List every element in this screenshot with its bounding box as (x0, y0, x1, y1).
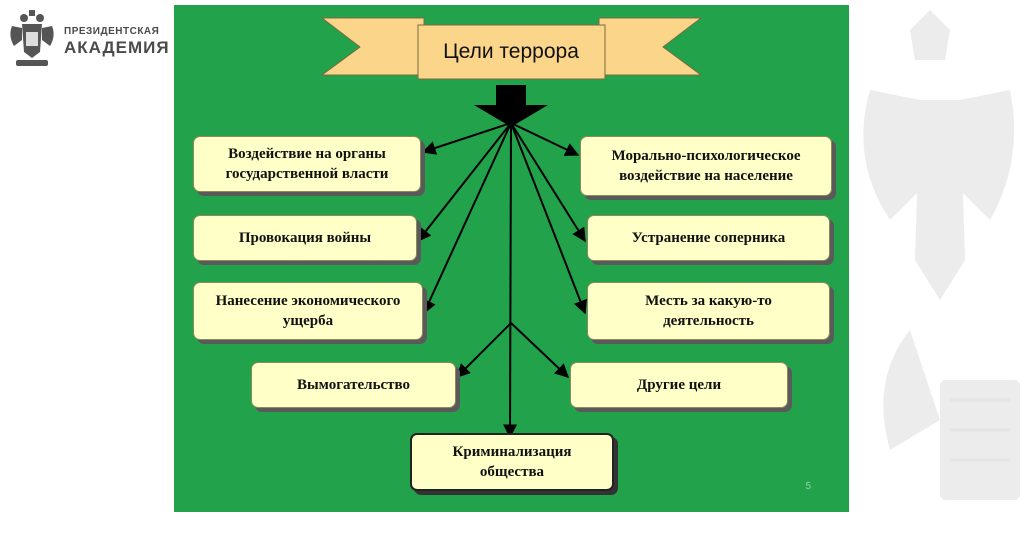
goal-box-moral-psych: Морально-психологическое воздействие на … (580, 136, 832, 196)
logo-line-1: ПРЕЗИДЕНТСКАЯ (64, 26, 160, 37)
eagle-watermark-icon (863, 10, 1020, 500)
goal-box-eliminate-rival: Устранение соперника (587, 215, 830, 261)
goal-box-extortion: Вымогательство (251, 362, 456, 408)
goal-label-war-provocation: Провокация войны (238, 230, 372, 246)
goal-box-criminalization: Криминализация общества (410, 433, 614, 491)
goal-box-war-provocation: Провокация войны (193, 215, 417, 261)
goal-box-gov-pressure: Воздействие на органы государственной вл… (193, 136, 421, 192)
goal-box-other: Другие цели (570, 362, 788, 408)
goal-label-economic-damage: Нанесение экономического ущерба (215, 293, 401, 329)
title-banner (320, 17, 703, 80)
arrow-to-economic-damage (422, 122, 512, 315)
academy-logo: ПРЕЗИДЕНТСКАЯ АКАДЕМИЯ (4, 6, 169, 72)
arrow-to-war-provocation (417, 122, 512, 243)
goal-box-economic-damage: Нанесение экономического ущерба (193, 282, 423, 340)
page-number: 5 (805, 481, 811, 492)
goal-box-revenge: Месть за какую-то деятельность (587, 282, 830, 340)
goal-label-gov-pressure: Воздействие на органы государственной вл… (225, 146, 389, 182)
arrow-to-criminalization (503, 122, 518, 439)
goal-label-revenge: Месть за какую-то деятельность (645, 293, 772, 329)
arrow-to-eliminate-rival (510, 122, 586, 243)
arrow-to-gov-pressure (421, 122, 512, 155)
arrow-to-moral-psych (510, 122, 580, 156)
arrow-to-revenge (510, 122, 587, 315)
diagram-title: Цели террора (443, 40, 579, 63)
goal-label-moral-psych: Морально-психологическое воздействие на … (611, 148, 801, 184)
main-down-arrow (474, 85, 548, 127)
diagram-connectors (320, 17, 703, 439)
slide: Цели террора Воздействие на органы госуд… (174, 5, 849, 512)
double-headed-eagle-icon (10, 10, 54, 66)
logo-line-2: АКАДЕМИЯ (64, 38, 170, 57)
arrow-to-other (510, 322, 570, 378)
goal-label-other: Другие цели (636, 377, 722, 393)
goal-label-criminalization: Криминализация общества (452, 444, 572, 480)
goal-label-extortion: Вымогательство (296, 377, 411, 393)
goal-label-eliminate-rival: Устранение соперника (631, 230, 786, 246)
arrow-to-extortion (456, 322, 512, 378)
